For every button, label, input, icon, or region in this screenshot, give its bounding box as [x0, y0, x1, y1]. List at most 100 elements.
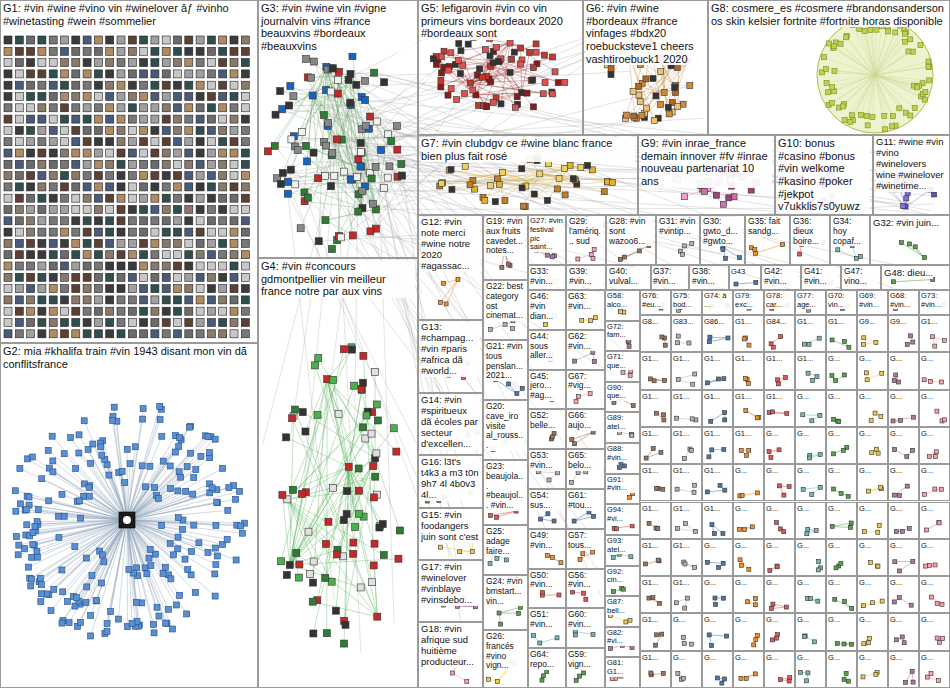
edge-line — [499, 44, 536, 61]
edge-line — [327, 350, 352, 380]
vertex-icon — [196, 160, 204, 168]
edge-line — [280, 91, 835, 285]
vertex-icon — [27, 47, 35, 55]
vertex-icon — [106, 285, 114, 293]
vertex-icon — [27, 36, 35, 44]
edge-line — [290, 412, 368, 565]
vertex-icon — [196, 262, 204, 270]
edge-line — [127, 502, 217, 520]
vertex-icon — [61, 115, 69, 123]
vertex-icon — [38, 149, 46, 157]
edge-line — [441, 547, 473, 551]
vertex-icon — [162, 47, 170, 55]
vertex-icon — [27, 104, 35, 112]
vertex-icon — [151, 183, 159, 191]
edge-line — [574, 516, 593, 521]
vertex-icon — [239, 530, 245, 536]
vertex-icon — [49, 273, 57, 281]
vertex-icon — [214, 499, 220, 505]
vertex-icon — [140, 330, 148, 338]
edge-line — [331, 186, 631, 617]
vertex-icon — [140, 160, 148, 168]
vertex-icon — [207, 126, 215, 134]
edge-line — [313, 95, 388, 177]
edge-line — [803, 487, 820, 489]
edge-line — [113, 416, 127, 520]
vertex-icon — [72, 330, 80, 338]
vertex-icon — [196, 126, 204, 134]
edge-line — [847, 36, 875, 75]
vertex-icon — [61, 262, 69, 270]
vertex-icon — [174, 307, 182, 315]
vertex-icon — [4, 149, 12, 157]
vertex-icon — [151, 126, 159, 134]
vertex-icon — [205, 549, 211, 555]
vertex-icon — [170, 626, 176, 632]
edge-line — [127, 520, 216, 565]
vertex-icon — [72, 70, 80, 78]
vertex-icon — [185, 319, 193, 327]
edge-line — [658, 61, 687, 118]
vertex-icon — [185, 307, 193, 315]
vertex-icon — [61, 239, 69, 247]
vertex-icon — [72, 251, 80, 259]
vertex-icon — [174, 160, 182, 168]
edge-line — [377, 121, 394, 623]
vertex-icon — [27, 217, 35, 225]
vertex-icon — [94, 194, 102, 202]
vertex-icon — [49, 183, 57, 191]
vertex-icon — [25, 564, 31, 570]
vertex-icon — [128, 36, 136, 44]
vertex-icon — [196, 239, 204, 247]
edge-line — [875, 67, 928, 75]
edge-line — [620, 251, 639, 260]
vertex-icon — [94, 172, 102, 180]
vertex-icon — [61, 217, 69, 225]
vertex-icon — [185, 36, 193, 44]
vertex-icon — [15, 59, 23, 67]
edge-line — [875, 28, 904, 75]
vertex-icon — [128, 319, 136, 327]
edge-line — [497, 179, 604, 192]
vertex-icon — [49, 115, 57, 123]
vertex-icon — [207, 47, 215, 55]
edge-line — [835, 599, 852, 608]
vertex-icon — [15, 138, 23, 146]
vertex-icon — [83, 183, 91, 191]
vertex-icon — [4, 172, 12, 180]
edge-line — [308, 74, 431, 77]
vertex-icon — [185, 330, 193, 338]
vertex-icon — [174, 115, 182, 123]
vertex-icon — [174, 70, 182, 78]
edge-line — [276, 91, 456, 115]
vertex-icon — [128, 47, 136, 55]
vertex-icon — [32, 523, 38, 529]
vertex-icon — [86, 493, 92, 499]
vertex-icon — [241, 104, 249, 112]
vertex-icon — [241, 251, 249, 259]
vertex-icon — [15, 307, 23, 315]
edge-line — [465, 166, 497, 178]
vertex-icon — [49, 262, 57, 270]
vertex-icon — [185, 567, 191, 573]
vertex-icon — [117, 81, 125, 89]
vertex-icon — [174, 239, 182, 247]
vertex-icon — [140, 406, 146, 412]
vertex-icon — [38, 239, 46, 247]
vertex-icon — [83, 172, 91, 180]
vertex-icon — [4, 228, 12, 236]
edge-line — [292, 418, 377, 616]
edge-line — [538, 472, 557, 473]
vertex-icon — [196, 138, 204, 146]
vertex-icon — [124, 446, 130, 452]
vertex-icon — [140, 59, 148, 67]
vertex-icon — [4, 36, 12, 44]
vertex-icon — [49, 206, 57, 214]
vertex-icon — [106, 206, 114, 214]
vertex-icon — [230, 36, 238, 44]
vertex-icon — [83, 138, 91, 146]
vertex-icon — [230, 183, 238, 191]
vertex-icon — [59, 491, 65, 497]
vertex-icon — [241, 273, 249, 281]
edge-line — [290, 428, 394, 565]
